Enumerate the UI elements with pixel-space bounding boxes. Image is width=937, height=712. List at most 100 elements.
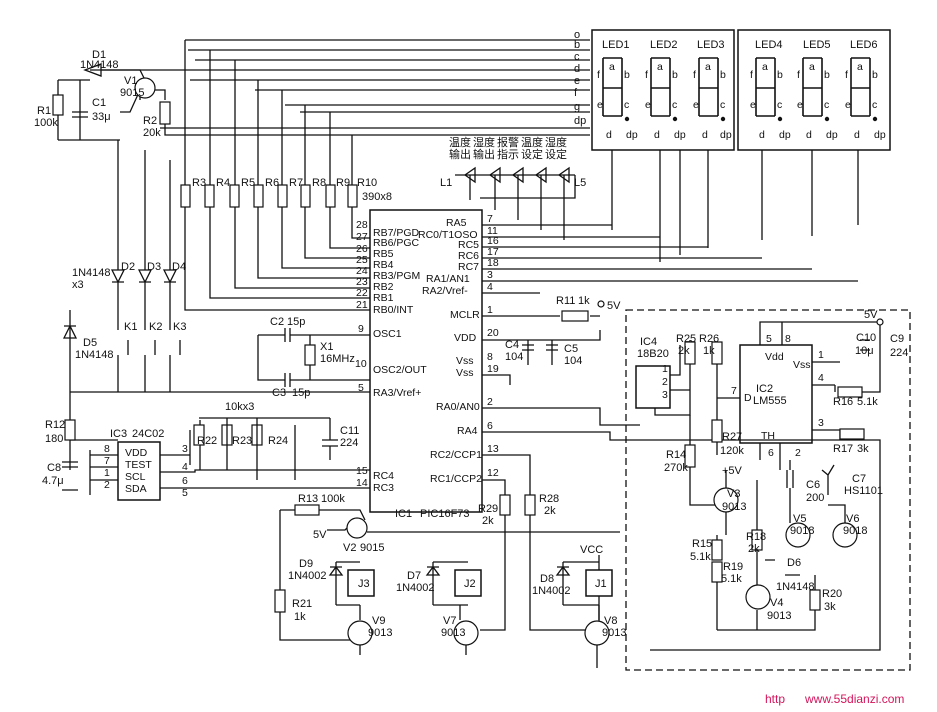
svg-text:8: 8 <box>487 351 493 363</box>
r17-value: 3k <box>857 443 869 455</box>
svg-text:RC1/CCP2: RC1/CCP2 <box>430 473 482 485</box>
r1-value: 100k <box>34 117 58 129</box>
ic1-left-pin-labels: RB7/PGD RB6/PGC RB5 RB4 RB3/PGM RB2 RB1 … <box>373 227 427 494</box>
svg-text:f: f <box>693 69 696 81</box>
svg-text:e: e <box>645 99 651 111</box>
r10-ref: R10 <box>357 177 377 189</box>
ic3-pin-scl: SCL <box>125 471 146 483</box>
supply-5v-label-1: 5V <box>607 300 621 312</box>
svg-text:b: b <box>777 69 783 81</box>
c1-ref: C1 <box>92 97 106 109</box>
d3-ref: D3 <box>147 261 161 273</box>
led3-label: LED3 <box>697 39 725 51</box>
svg-text:RC6: RC6 <box>458 250 479 262</box>
svg-text:b: b <box>720 69 726 81</box>
indicator-led-row <box>455 166 576 240</box>
ic3-part: 24C02 <box>132 428 164 440</box>
bus-line-label: dp <box>574 115 586 127</box>
c4-ref: C4 <box>505 339 519 351</box>
ic3-pin-sda: SDA <box>125 483 147 495</box>
v4-value: 9013 <box>767 610 791 622</box>
d4-ref: D4 <box>172 261 186 273</box>
seven-segment-digit: a b f e c d dp <box>845 57 886 141</box>
d1-value: 1N4148 <box>80 59 119 71</box>
svg-text:RB5: RB5 <box>373 248 394 260</box>
bus-line-label: b <box>574 39 580 51</box>
svg-text:2: 2 <box>104 479 110 491</box>
svg-text:e: e <box>750 99 756 111</box>
plus5v-terminal-1 <box>597 300 605 308</box>
r2-ref: R2 <box>143 115 157 127</box>
svg-text:5: 5 <box>182 487 188 499</box>
svg-text:RC0/T1OSO: RC0/T1OSO <box>418 229 478 241</box>
r11-ref: R11 <box>556 295 575 307</box>
led-alarm-label: 报警指示 <box>497 135 519 161</box>
r18-ref: R18 <box>746 531 766 543</box>
svg-text:RA5: RA5 <box>446 217 467 229</box>
v9-ref: V9 <box>372 615 385 627</box>
svg-text:RB4: RB4 <box>373 259 394 271</box>
supply-vcc-label: VCC <box>580 544 603 556</box>
c7-ref: C7 <box>852 473 866 485</box>
svg-text:1: 1 <box>662 363 668 375</box>
r26-value: 1k <box>703 345 715 357</box>
segment-bus <box>90 39 590 200</box>
svg-text:7: 7 <box>487 213 493 225</box>
v7-value: 9013 <box>441 627 465 639</box>
bus-line-label: c <box>574 51 580 63</box>
r16-ref: R16 <box>833 396 853 408</box>
svg-text:RA0/AN0: RA0/AN0 <box>436 401 480 413</box>
r28-value: 2k <box>544 505 556 517</box>
resistor-array-r3-r10 <box>180 184 370 311</box>
c4-value: 104 <box>505 351 523 363</box>
svg-text:d: d <box>854 129 860 141</box>
svg-text:7: 7 <box>731 385 737 397</box>
ic2-pin-d: D <box>744 392 752 404</box>
d5-value: 1N4148 <box>75 349 114 361</box>
svg-text:RC2/CCP1: RC2/CCP1 <box>430 449 482 461</box>
d9-ref: D9 <box>299 558 313 570</box>
svg-text:24: 24 <box>356 265 368 277</box>
svg-text:a: a <box>705 61 711 73</box>
svg-text:RA4: RA4 <box>457 425 478 437</box>
svg-text:c: c <box>824 99 829 111</box>
d1-ref: D1 <box>92 49 106 61</box>
svg-text:21: 21 <box>356 299 368 311</box>
led1-label: LED1 <box>602 39 630 51</box>
c2-value: 15p <box>287 316 305 328</box>
svg-text:3: 3 <box>182 443 188 455</box>
r17-ref: R17 <box>833 443 853 455</box>
led-display-group-1: LED1 LED2 LED3 LED4 LED5 LED6 <box>591 29 891 151</box>
v6-ref: V6 <box>846 513 859 525</box>
svg-text:VDD: VDD <box>454 332 477 344</box>
ic1-body <box>369 209 483 513</box>
r21-ref: R21 <box>292 598 312 610</box>
d9-value: 1N4002 <box>288 570 327 582</box>
svg-text:e: e <box>693 99 699 111</box>
ic2-timer <box>711 318 884 470</box>
svg-text:RB0/INT: RB0/INT <box>373 304 414 316</box>
svg-text:28: 28 <box>356 219 368 231</box>
svg-text:7: 7 <box>104 455 110 467</box>
c1-value: 33μ <box>92 111 111 123</box>
keypad-section <box>62 140 370 420</box>
svg-text:a: a <box>657 61 663 73</box>
r15-value: 5.1k <box>690 551 711 563</box>
r12-value: 180 <box>45 433 63 445</box>
svg-text:RC3: RC3 <box>373 482 394 494</box>
c8-ref: C8 <box>47 462 61 474</box>
r20-value: 3k <box>824 601 836 613</box>
svg-text:9: 9 <box>358 323 364 335</box>
svg-text:b: b <box>872 69 878 81</box>
svg-text:22: 22 <box>356 287 368 299</box>
svg-text:27: 27 <box>356 231 368 243</box>
svg-text:f: f <box>645 69 648 81</box>
svg-text:a: a <box>609 61 615 73</box>
sensor-amp-transistors <box>684 415 858 631</box>
r19-ref: R19 <box>723 561 743 573</box>
ic3-eeprom <box>62 417 370 501</box>
svg-text:dp: dp <box>826 129 838 141</box>
watermark: www.55dianzi.com <box>804 692 904 706</box>
seven-segment-digit: a b f e c d dp <box>693 57 732 141</box>
svg-text:RB6/PGC: RB6/PGC <box>373 237 420 249</box>
